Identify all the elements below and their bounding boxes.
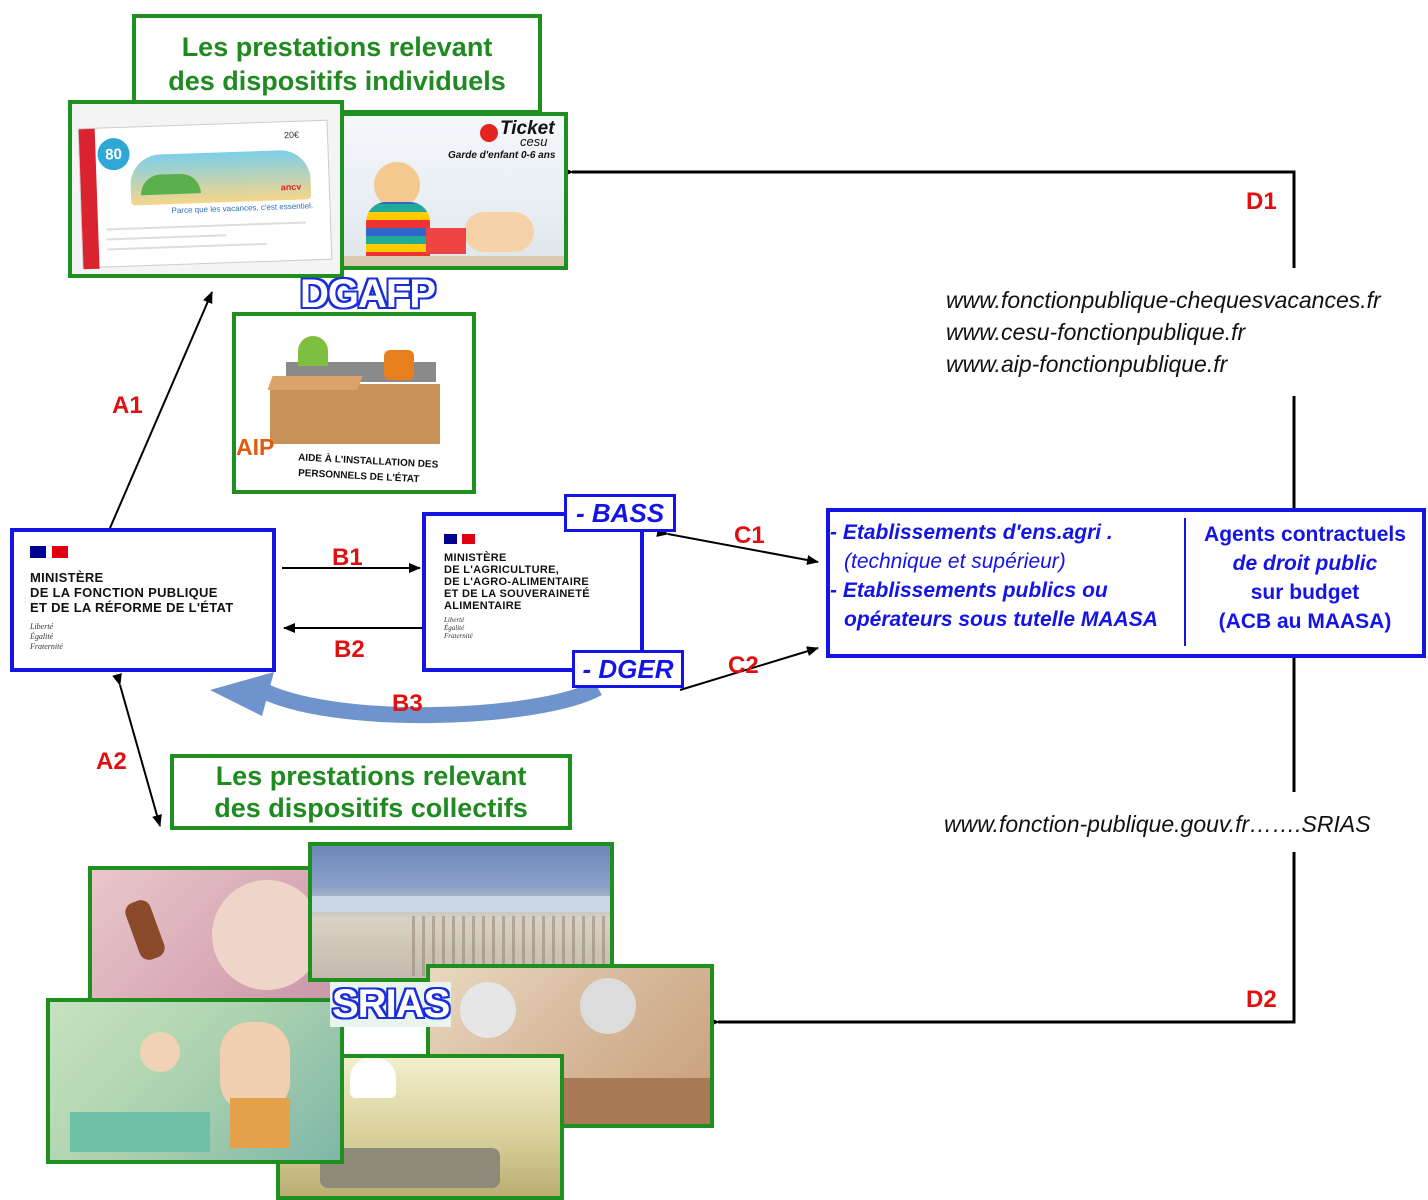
ticket-caption: Garde d'enfant 0-6 ans	[448, 150, 556, 161]
ticket-cesu-logo-icon	[480, 124, 498, 142]
aip-image: AIP AIDE À L'INSTALLATION DES PERSONNELS…	[232, 312, 476, 494]
establishments-divider	[1184, 518, 1186, 646]
label-d2: D2	[1246, 986, 1277, 1013]
establishment-item1-sub: (technique et supérieur)	[844, 550, 1066, 573]
srias-label: SRIAS	[330, 982, 452, 1027]
cheque-vacances-image: 80 20€ ancv Parce que les vacances, c'es…	[68, 100, 344, 278]
bass-tag: - BASS	[564, 494, 676, 532]
mfp-line2: DE LA FONCTION PUBLIQUE	[30, 585, 218, 600]
ticket-cesu-image: Ticket cesu Garde d'enfant 0-6 ans	[340, 112, 568, 270]
ancv-logo: ancv	[280, 181, 302, 193]
url-aip[interactable]: www.aip-fonctionpublique.fr	[946, 351, 1228, 377]
mfp-devise2: Égalité	[30, 632, 54, 641]
url-cesu[interactable]: www.cesu-fonctionpublique.fr	[946, 319, 1246, 345]
maasa-line4: ET DE LA SOUVERAINETÉ	[444, 588, 590, 600]
collective-services-title: Les prestations relevant des dispositifs…	[170, 754, 572, 830]
ticket-brand: Ticket	[500, 118, 555, 139]
photo-childcare	[46, 998, 344, 1164]
marianne-flag-icon	[30, 546, 68, 558]
individual-services-title: Les prestations relevant des dispositifs…	[132, 14, 542, 114]
maasa-ministry-box: MINISTÈRE DE L'AGRICULTURE, DE L'AGRO-AL…	[422, 512, 644, 672]
arrow-a2	[112, 673, 162, 827]
establishment-item1: - Etablissements d'ens.agri .	[830, 521, 1113, 544]
aip-abbr: AIP	[236, 434, 275, 460]
label-b1: B1	[332, 544, 363, 571]
label-c1: C1	[734, 522, 765, 549]
dgafp-label: DGAFP	[300, 272, 436, 316]
maasa-devise1: Liberté	[444, 616, 465, 624]
mfp-devise1: Liberté	[30, 622, 54, 631]
arrow-c1	[656, 527, 819, 565]
maasa-line2: DE L'AGRICULTURE,	[444, 564, 560, 576]
maasa-line5: ALIMENTAIRE	[444, 600, 522, 612]
establishment-item2b: opérateurs sous tutelle MAASA	[844, 608, 1158, 631]
agents-line4: (ACB au MAASA)	[1218, 610, 1392, 633]
maasa-line3: DE L'AGRO-ALIMENTAIRE	[444, 576, 589, 588]
collective-title-line1: Les prestations relevant	[215, 761, 527, 791]
line-d1	[572, 172, 1296, 508]
mfp-line3: ET DE LA RÉFORME DE L'ÉTAT	[30, 600, 234, 615]
mfp-ministry-box: MINISTÈRE DE LA FONCTION PUBLIQUE ET DE …	[10, 528, 276, 672]
label-d1: D1	[1246, 188, 1277, 215]
maasa-line1: MINISTÈRE	[444, 552, 507, 564]
label-b3: B3	[392, 690, 423, 717]
individual-title-line1: Les prestations relevant	[181, 32, 493, 62]
ancv-80-badge: 80	[97, 137, 131, 171]
establishment-item2a: - Etablissements publics ou	[830, 579, 1108, 602]
collective-title-line2: des dispositifs collectifs	[214, 793, 528, 823]
individual-title-line2: des dispositifs individuels	[168, 66, 506, 96]
mfp-devise3: Fraternité	[30, 642, 63, 651]
aip-line2: PERSONNELS DE L'ÉTAT	[297, 467, 420, 486]
ticket-sub: cesu	[520, 134, 548, 149]
label-a2: A2	[96, 748, 127, 775]
maasa-devise2: Égalité	[444, 624, 465, 632]
line-d2	[718, 658, 1296, 1022]
url-cheques-vacances[interactable]: www.fonctionpublique-chequesvacances.fr	[946, 287, 1381, 313]
arrow-a1	[101, 291, 213, 541]
url-srias[interactable]: www.fonction-publique.gouv.fr…….SRIAS	[944, 811, 1371, 837]
agents-line2: de droit public	[1232, 552, 1378, 575]
photo-beach	[308, 842, 614, 982]
arrow-c2	[679, 646, 819, 691]
label-b2: B2	[334, 636, 365, 663]
maasa-devise3: Fraternité	[444, 632, 473, 640]
label-c2: C2	[728, 652, 759, 679]
agents-line3: sur budget	[1250, 581, 1360, 604]
mfp-line1: MINISTÈRE	[30, 570, 104, 585]
establishments-box: - Etablissements d'ens.agri . (technique…	[826, 508, 1426, 658]
marianne-flag-icon	[444, 534, 475, 544]
arrow-b3	[254, 680, 602, 724]
cheque-value: 20€	[283, 129, 300, 141]
agents-line1: Agents contractuels	[1204, 523, 1406, 546]
dger-tag: - DGER	[572, 650, 684, 688]
label-a1: A1	[112, 392, 143, 419]
